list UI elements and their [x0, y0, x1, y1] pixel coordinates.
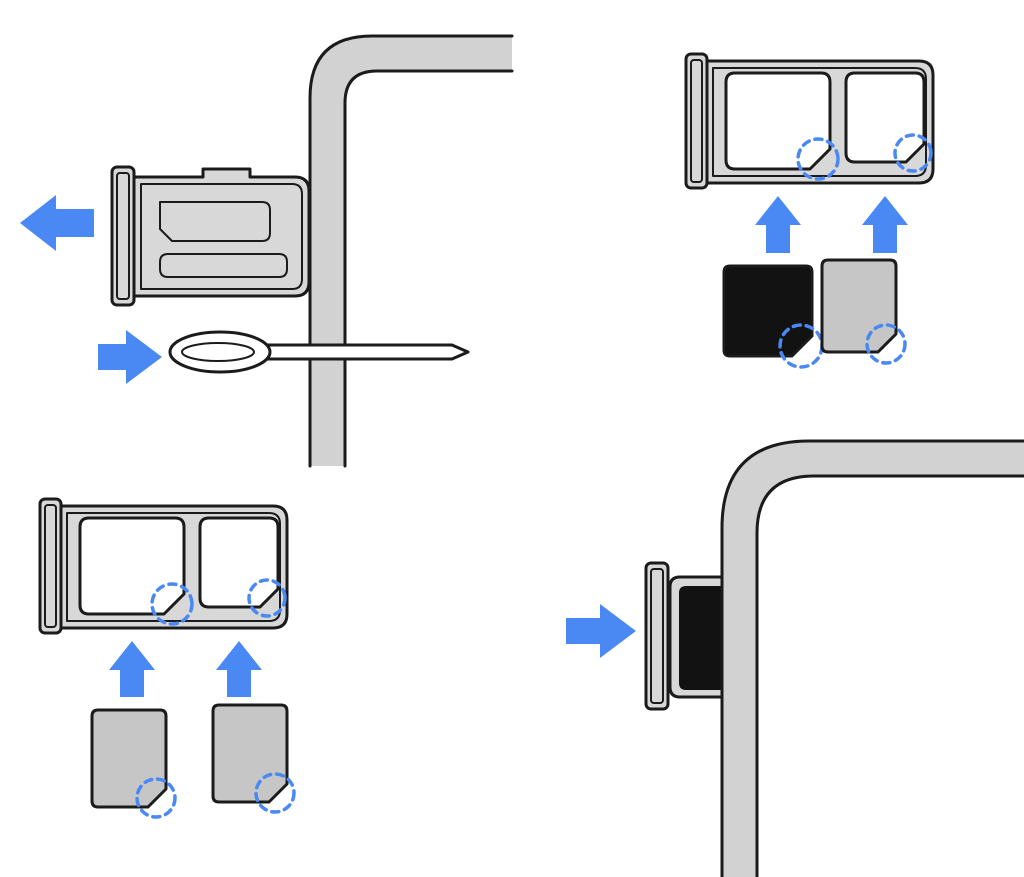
notch-highlight-circle-icon — [150, 582, 194, 626]
sim-slot — [198, 516, 280, 609]
eject-pin-icon — [168, 330, 470, 374]
microsd-slot — [724, 71, 832, 171]
panel-insert-tray-into-phone — [566, 439, 1024, 877]
arrow-right-icon — [98, 330, 162, 384]
arrow-up-icon — [755, 196, 801, 253]
microsd-card-icon — [679, 586, 722, 690]
microsd-card-icon — [722, 264, 824, 369]
arrow-up-icon — [216, 641, 262, 697]
arrow-up-icon — [862, 196, 908, 253]
arrow-right-icon — [566, 604, 636, 658]
sim-tray-top-icon — [684, 52, 935, 190]
panel-eject-tray — [20, 34, 514, 468]
arrow-up-icon — [109, 641, 155, 697]
sim-slot — [78, 516, 186, 616]
notch-highlight-circle-icon — [796, 137, 840, 181]
phone-corner-icon — [720, 439, 1024, 877]
notch-highlight-circle-icon — [254, 772, 296, 814]
arrow-left-icon — [20, 195, 94, 251]
sim-card-icon — [211, 703, 296, 814]
sim-tray-side-icon — [644, 561, 724, 711]
notch-highlight-circle-icon — [893, 133, 933, 173]
sim-card-icon — [820, 258, 907, 365]
sim-slot — [844, 71, 926, 164]
notch-highlight-circle-icon — [865, 323, 907, 365]
sim-card-icon — [90, 708, 177, 819]
notch-highlight-circle-icon — [135, 777, 177, 819]
notch-highlight-circle-icon — [247, 578, 287, 618]
panel-insert-microsd-and-sim — [684, 52, 935, 369]
panel-insert-dual-sim — [38, 497, 296, 819]
sim-tray-top-icon — [38, 497, 289, 635]
sim-tray-side-icon — [110, 165, 311, 307]
phone-edge-icon — [308, 34, 514, 468]
